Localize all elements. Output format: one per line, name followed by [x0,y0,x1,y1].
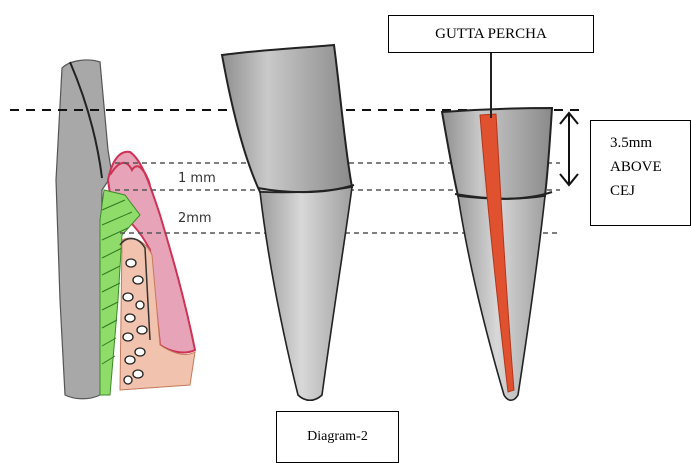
middle-tooth-crown [222,45,352,192]
diagram-caption: Diagram-2 [276,411,399,463]
label-2mm: 2mm [178,211,212,226]
measurement-line-3: CEJ [610,179,690,203]
measurement-label: 3.5mm ABOVE CEJ [590,120,691,226]
gutta-percha-text: GUTTA PERCHA [435,26,547,43]
middle-tooth-root [260,187,352,400]
measurement-arrow [560,113,578,185]
gutta-percha-label: GUTTA PERCHA [388,15,594,53]
right-tooth [442,108,552,400]
caption-text: Diagram-2 [307,429,368,445]
label-1mm: 1 mm [178,171,216,186]
measurement-line-2: ABOVE [610,155,690,179]
measurement-line-1: 3.5mm [610,131,690,155]
middle-tooth [222,45,354,400]
